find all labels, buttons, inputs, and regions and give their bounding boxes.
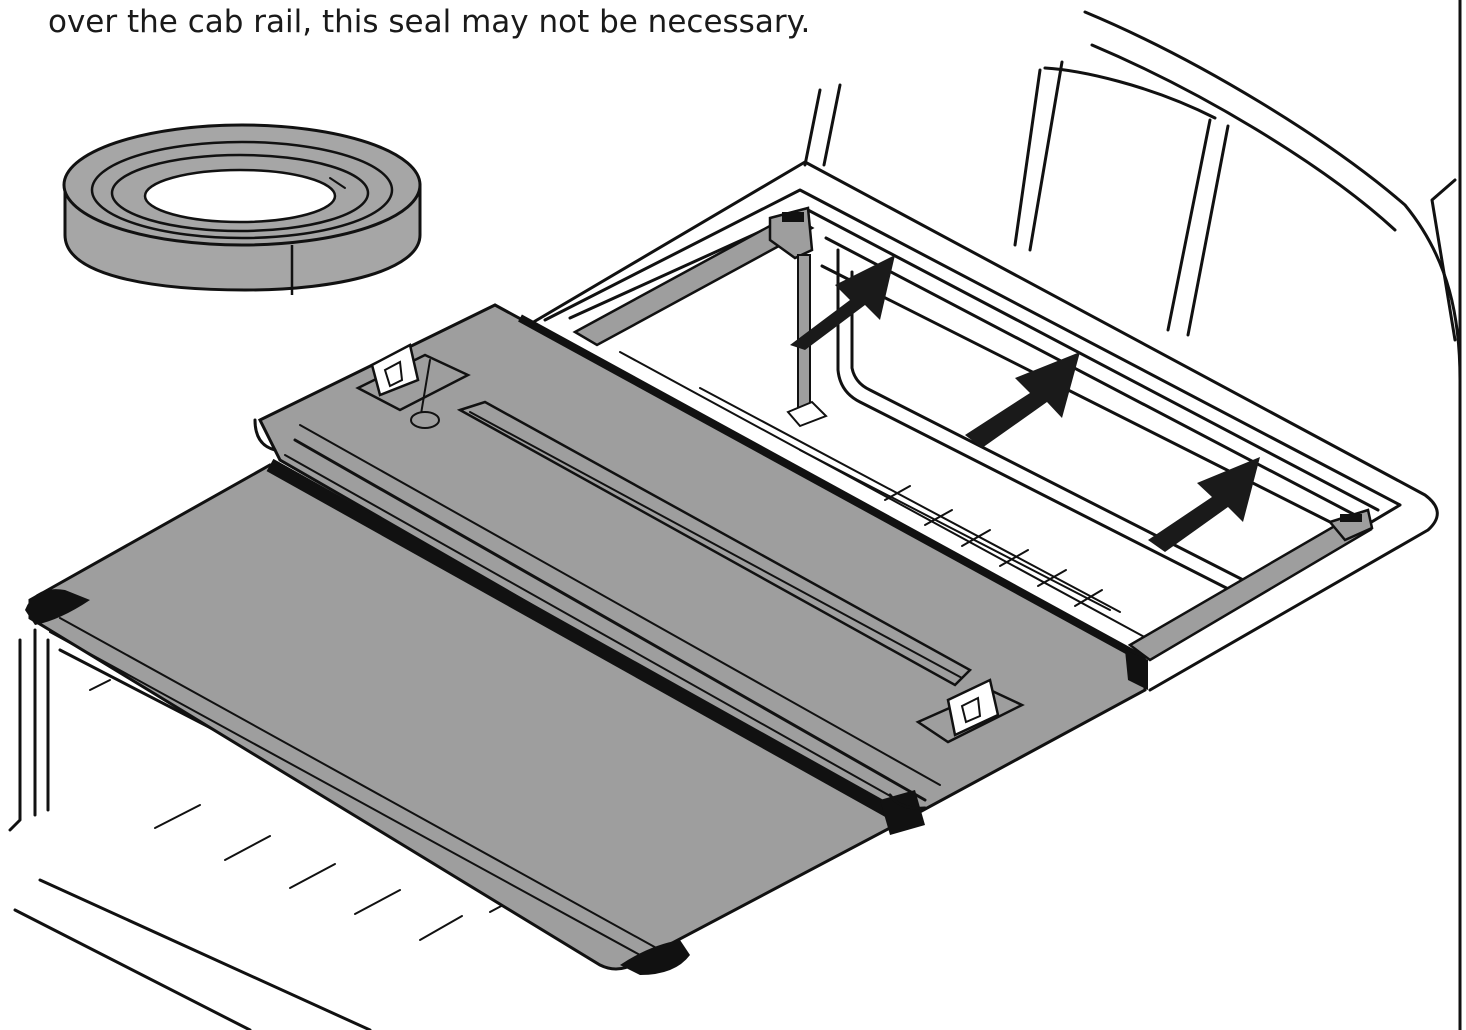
rear-clamp: [355, 343, 471, 429]
truck-bed: [8, 160, 1439, 1030]
instruction-caption: over the cab rail, this seal may not be …: [48, 4, 811, 40]
front-clamp: [915, 678, 1025, 744]
foam-seal-roll-icon: [62, 123, 422, 295]
truck-cab: [803, 10, 1462, 382]
direction-arrow-icon: [1148, 457, 1260, 552]
tonneau-cover: [25, 303, 1148, 975]
direction-arrow-icon: [965, 352, 1080, 448]
rear-side-rail: [572, 206, 815, 347]
direction-arrow-icon: [790, 255, 895, 350]
